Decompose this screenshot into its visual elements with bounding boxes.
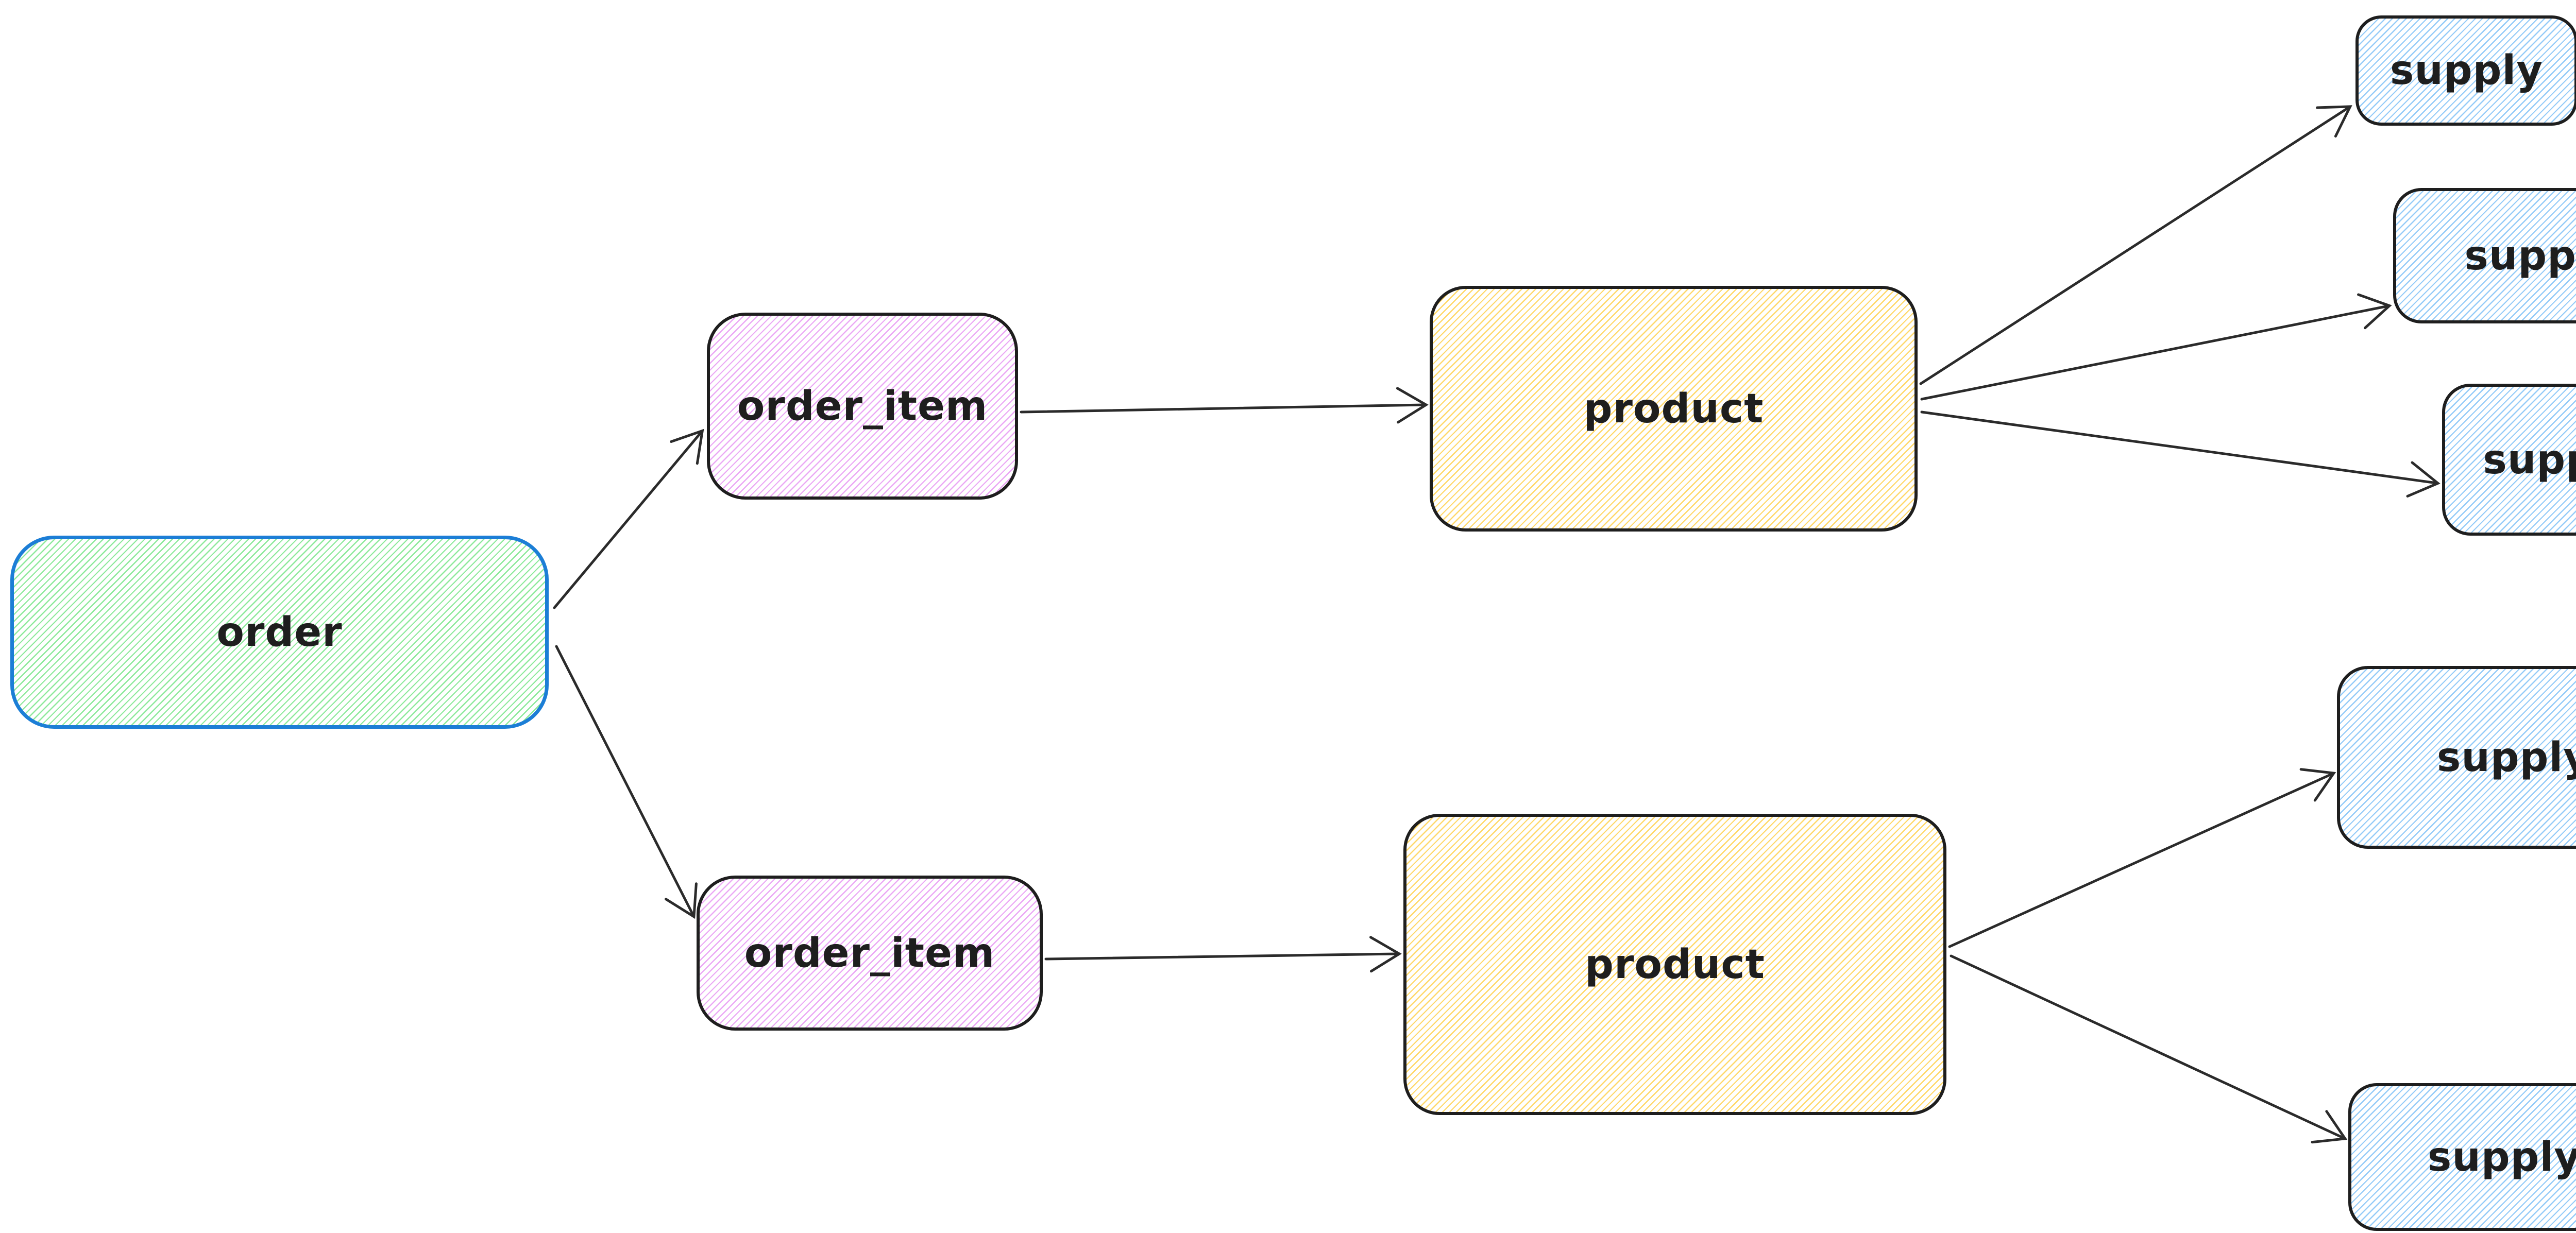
node-supply-3-label: supply	[2483, 436, 2576, 483]
node-order-item-top: order_item	[707, 313, 1018, 500]
node-supply-5-label: supply	[2427, 1134, 2576, 1180]
arrow-product-1-to-supply-2	[1920, 293, 2392, 401]
node-supply-4: supply	[2337, 666, 2576, 849]
node-product-top: product	[1430, 286, 1918, 532]
node-supply-2-label: supply	[2464, 232, 2576, 279]
arrow-order-to-order-item-2	[555, 645, 698, 919]
node-supply-1: supply	[2355, 15, 2576, 126]
node-order-item-bottom-label: order_item	[744, 930, 995, 977]
node-product-bottom: product	[1403, 814, 1946, 1115]
node-product-top-label: product	[1583, 385, 1764, 432]
node-product-bottom-label: product	[1585, 941, 1765, 988]
node-supply-5: supply	[2348, 1083, 2576, 1231]
node-order-label: order	[216, 609, 343, 656]
arrow-product-1-to-supply-3	[1920, 410, 2441, 498]
node-order-item-top-label: order_item	[737, 383, 988, 430]
node-supply-3: supply	[2442, 384, 2576, 536]
node-supply-1-label: supply	[2389, 47, 2544, 94]
node-order: order	[10, 536, 549, 729]
node-order-item-bottom: order_item	[697, 876, 1043, 1031]
arrow-product-1-to-supply-1	[1919, 105, 2352, 385]
node-supply-4-label: supply	[2436, 734, 2576, 781]
arrow-order-item-1-to-product-1	[1020, 387, 1429, 424]
arrow-order-item-2-to-product-2	[1044, 936, 1402, 973]
arrow-order-to-order-item-1	[553, 429, 704, 609]
arrow-product-2-to-supply-4	[1948, 768, 2336, 948]
arrow-product-2-to-supply-5	[1950, 954, 2348, 1144]
node-supply-2: supply	[2393, 188, 2576, 323]
